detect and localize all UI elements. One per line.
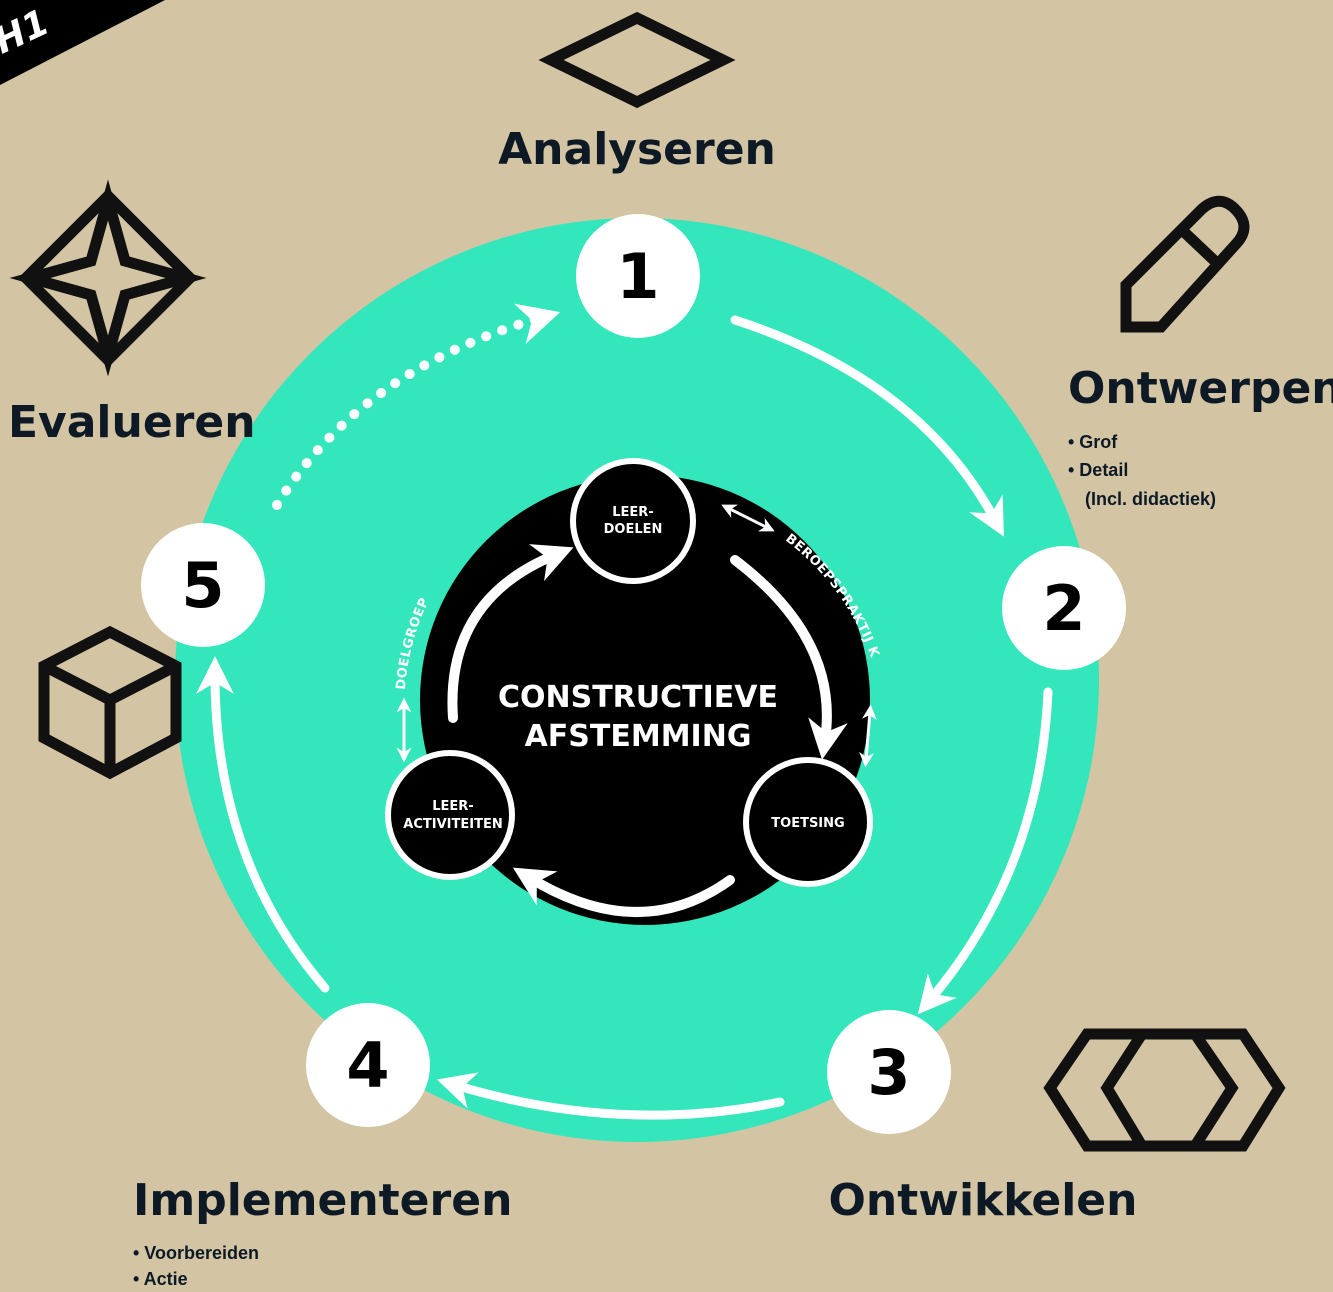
step-1: 1 <box>576 214 700 338</box>
arrow-5-1-dotted <box>272 303 561 510</box>
step-1-number: 1 <box>616 240 659 313</box>
diamond-icon <box>538 11 736 109</box>
pencil-icon <box>1120 195 1250 333</box>
center-title-line2: AFSTEMMING <box>525 719 752 754</box>
phase-title-implementeren: Implementeren <box>133 1175 512 1226</box>
inner-arrow-toetsing-activiteiten <box>512 867 735 917</box>
ontwerpen-bullet-1: • Grof <box>1068 432 1118 452</box>
double-arrow-beroep <box>721 504 775 532</box>
step-4-number: 4 <box>346 1029 389 1102</box>
phase-title-ontwerpen: Ontwerpen <box>1068 363 1333 414</box>
cube-icon <box>38 625 182 780</box>
inner-arrow-activiteiten-doelen <box>447 544 574 723</box>
cycle-arrows <box>196 303 1053 1120</box>
phase-title-analyseren: Analyseren <box>498 124 776 175</box>
arrow-2-3 <box>917 687 1053 1015</box>
implementeren-bullet-2: • Actie <box>133 1269 188 1289</box>
node-toetsing: TOETSING <box>743 757 873 887</box>
node-leeractiviteiten: LEER- ACTIVITEITEN <box>385 750 515 880</box>
node-toetsing-label: TOETSING <box>771 816 844 831</box>
overlapping-hexagons-icon <box>1043 1028 1286 1152</box>
arrow-4-5 <box>196 656 330 993</box>
star-diamond-icon <box>9 179 207 377</box>
step-3: 3 <box>827 1010 951 1134</box>
ontwerpen-bullet-3: (Incl. didactiek) <box>1085 489 1216 509</box>
step-5-number: 5 <box>181 549 224 622</box>
ontwerpen-bullets: • Grof • Detail (Incl. didactiek) <box>1068 432 1216 509</box>
step-3-number: 3 <box>867 1036 910 1109</box>
step-4: 4 <box>306 1003 430 1127</box>
phase-title-evalueren: Evalueren <box>8 397 256 448</box>
node-leeractiviteiten-line2: ACTIVITEITEN <box>403 817 502 832</box>
inner-arrow-doelen-toetsing <box>730 555 848 760</box>
node-leerdoelen-line2: DOELEN <box>604 522 663 537</box>
double-arrows <box>396 504 877 768</box>
step-5: 5 <box>141 523 265 647</box>
implementeren-bullets: • Voorbereiden • Actie <box>133 1243 259 1289</box>
arrow-3-4 <box>436 1072 785 1120</box>
corner-tag: H1 <box>0 0 165 85</box>
center-title-line1: CONSTRUCTIEVE <box>498 680 778 715</box>
inner-arrows <box>447 544 848 917</box>
ontwerpen-bullet-2: • Detail <box>1068 460 1128 480</box>
node-leeractiviteiten-line1: LEER- <box>432 799 473 814</box>
phase-title-ontwikkelen: Ontwikkelen <box>829 1175 1138 1226</box>
implementeren-bullet-1: • Voorbereiden <box>133 1243 259 1263</box>
double-arrow-toetsing <box>859 704 877 768</box>
node-leerdoelen-line1: LEER- <box>612 505 653 520</box>
arrow-1-2 <box>730 315 1004 537</box>
step-2: 2 <box>1002 546 1126 670</box>
node-leerdoelen: LEER- DOELEN <box>570 458 696 584</box>
step-2-number: 2 <box>1042 572 1085 645</box>
